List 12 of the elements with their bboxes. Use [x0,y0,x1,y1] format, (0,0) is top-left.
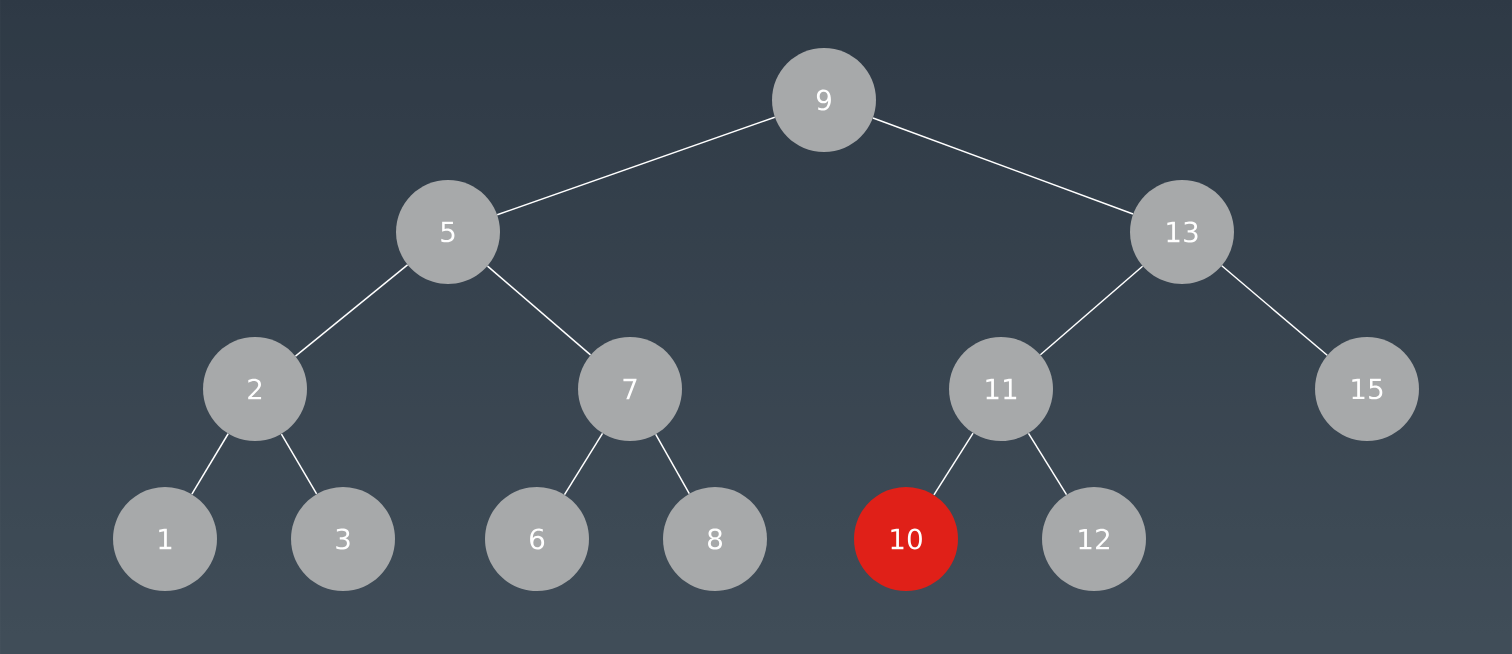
edge-line [563,432,604,496]
edge-line [655,433,691,495]
edge-line [1027,432,1068,496]
edge-line [496,116,776,216]
edge-line [191,433,229,495]
edge-line [280,433,318,495]
edge-line [486,265,592,356]
edge-line [933,432,974,496]
edge-line [1039,265,1144,356]
edge-line [1221,265,1328,356]
edge-line [294,264,409,357]
edge-line [872,117,1134,215]
